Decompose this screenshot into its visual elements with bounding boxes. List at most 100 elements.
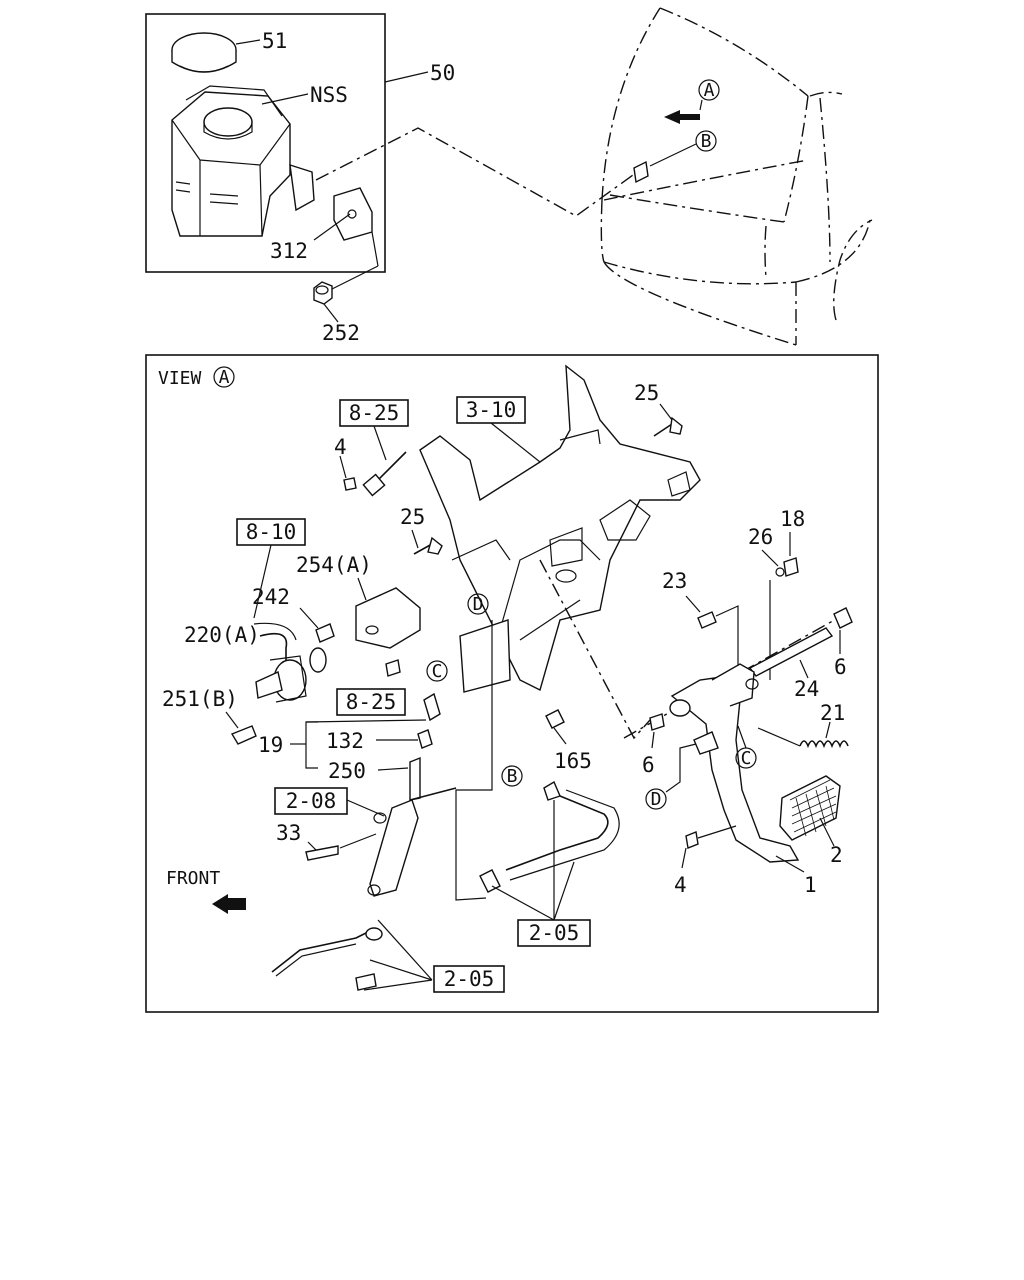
hose-bracket [459, 619, 511, 693]
lower-cylinder [367, 787, 457, 897]
bracket-254a [355, 587, 421, 649]
ref-box-825-mid [336, 688, 406, 716]
leader-252 [323, 303, 339, 323]
view-circle [213, 366, 235, 388]
leader-spring-hook [757, 727, 801, 747]
leader-825-top [373, 425, 387, 461]
nut-132 [417, 729, 433, 749]
leader-callout-b [649, 143, 697, 167]
leader-21 [825, 721, 831, 739]
leader-19-top [305, 719, 427, 723]
label-312: 312 [270, 239, 308, 263]
ref-310: 3-10 [466, 398, 517, 422]
leader-26 [761, 549, 779, 567]
screw-4-bottom [685, 831, 699, 849]
nut-8-25 [385, 659, 401, 677]
view-a-arrow [664, 110, 700, 124]
nut-252 [313, 281, 333, 305]
label-254a: 254(A) [296, 553, 372, 577]
screw-4-axis [697, 825, 737, 839]
callout-b2: B [507, 766, 518, 787]
label-242: 242 [252, 585, 290, 609]
label-26: 26 [748, 525, 773, 549]
ref-205-bot: 2-05 [444, 967, 495, 991]
leader-4a [339, 455, 347, 479]
leader-205-bot [363, 919, 433, 991]
label-24: 24 [794, 677, 819, 701]
leader-nut-out [329, 265, 379, 291]
bolt-242 [315, 623, 335, 643]
label-165: 165 [554, 749, 592, 773]
reservoir-hose [253, 622, 297, 668]
clevis [423, 692, 441, 722]
front-label: FRONT [166, 868, 220, 889]
label-250: 250 [328, 759, 366, 783]
leader-205-mid [491, 800, 575, 921]
bushing-6-left [649, 713, 665, 731]
leader-250 [377, 767, 409, 771]
label-23: 23 [662, 569, 687, 593]
callout-d2-circle [645, 788, 667, 810]
label-19: 19 [258, 733, 283, 757]
brake-pipe-inner [275, 943, 357, 977]
return-spring-21 [799, 740, 849, 749]
view-circle-label: A [219, 367, 230, 388]
leader-165 [553, 727, 567, 745]
label-nss: NSS [310, 83, 348, 107]
leader-nss [261, 93, 309, 105]
label-25b: 25 [400, 505, 425, 529]
callout-c2: C [741, 748, 752, 769]
leader-810 [253, 544, 272, 619]
bolt-251b [230, 725, 257, 745]
callout-d2: D [651, 789, 662, 810]
ref-825-top: 8-25 [349, 401, 400, 425]
leader-nut-in [371, 231, 379, 267]
label-33: 33 [276, 821, 301, 845]
leader-242 [299, 607, 319, 629]
bolt-23 [697, 611, 717, 629]
nut-165 [545, 709, 565, 729]
label-6b: 6 [642, 753, 655, 777]
bolt-33-axis [339, 833, 377, 849]
leader-d2 [665, 743, 697, 793]
ref-box-205-bot [433, 965, 505, 993]
brake-pipe [271, 929, 373, 973]
leader-50 [384, 71, 429, 83]
label-220a: 220(A) [184, 623, 260, 647]
label-50: 50 [430, 61, 455, 85]
callout-d1-circle [467, 593, 489, 615]
ref-825-mid: 8-25 [346, 690, 397, 714]
bolt-25-mid [413, 536, 443, 555]
leader-254a [357, 577, 367, 601]
bushing-6-right [833, 607, 853, 629]
pushrod-250 [409, 756, 421, 801]
label-252: 252 [322, 321, 360, 345]
ref-208: 2-08 [286, 789, 337, 813]
brake-pedal [669, 663, 800, 863]
leader-23 [685, 595, 701, 613]
callout-b2-circle [501, 765, 523, 787]
callout-c1-circle [426, 660, 448, 682]
label-4b: 4 [674, 873, 687, 897]
pipe-eye [365, 927, 383, 941]
callout-b: B [701, 131, 712, 152]
leader-310 [490, 422, 541, 463]
label-4a: 4 [334, 435, 347, 459]
label-6a: 6 [834, 655, 847, 679]
callout-a: A [704, 80, 715, 101]
label-25a: 25 [634, 381, 659, 405]
callout-a-circle [698, 79, 720, 101]
leader-c2 [737, 725, 747, 749]
view-a-frame [145, 354, 879, 1013]
reservoir-cap [171, 32, 237, 73]
label-51: 51 [262, 29, 287, 53]
leader-24 [799, 659, 809, 679]
pivot-centerline [539, 559, 651, 740]
cab-outline [600, 7, 873, 346]
leader-51 [235, 39, 261, 45]
ref-205-mid: 2-05 [529, 921, 580, 945]
locator-line [315, 127, 641, 217]
leader-callout-a [699, 99, 703, 111]
leader-1 [775, 855, 805, 873]
